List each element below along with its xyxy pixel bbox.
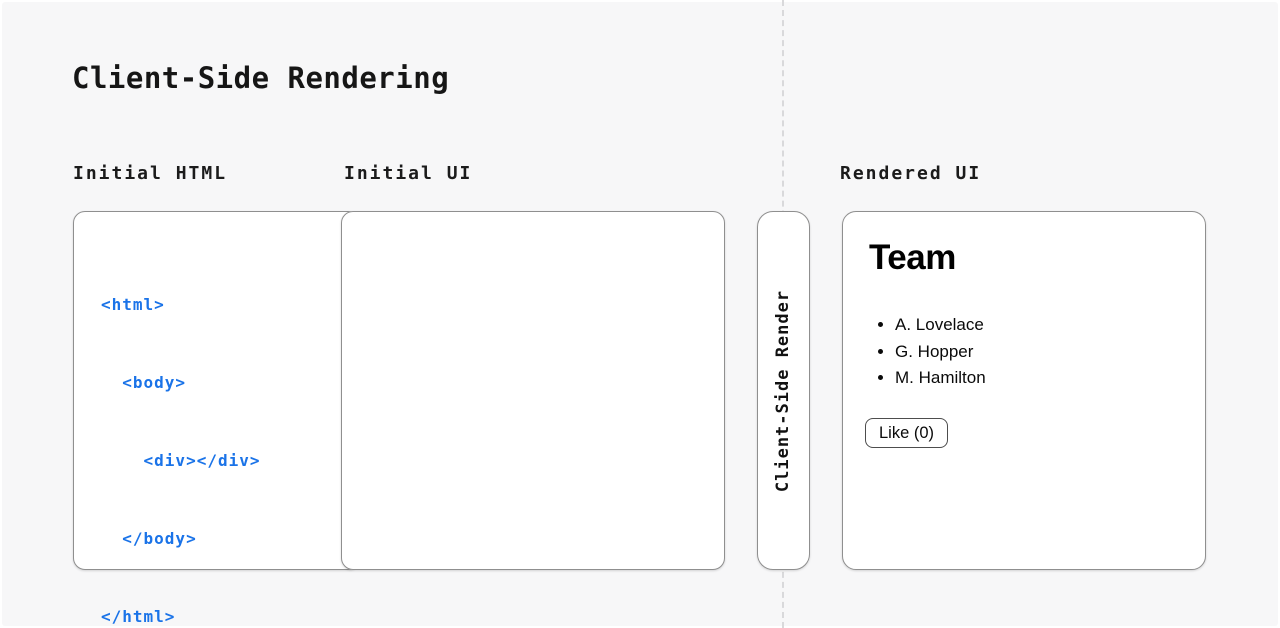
page-title: Client-Side Rendering — [72, 61, 450, 95]
client-side-render-label: Client-Side Render — [773, 289, 794, 492]
team-heading: Team — [869, 238, 956, 277]
list-item: G. Hopper — [895, 339, 986, 366]
like-button[interactable]: Like (0) — [865, 418, 949, 448]
initial-html-label: Initial HTML — [73, 163, 228, 184]
client-side-render-pill: Client-Side Render — [757, 211, 810, 570]
code-line: <div></div> — [101, 451, 261, 470]
code-line: <html> — [101, 295, 165, 314]
team-member-list: A. Lovelace G. Hopper M. Hamilton — [859, 312, 986, 392]
code-line: </html> — [101, 607, 176, 626]
initial-html-panel: <html> <body> <div></div> </body> </html… — [73, 211, 360, 626]
list-item: M. Hamilton — [895, 365, 986, 392]
html-code-snippet: <html> <body> <div></div> </body> </html… — [101, 240, 261, 628]
rendered-ui-panel: Team A. Lovelace G. Hopper M. Hamilton L… — [842, 211, 1206, 570]
initial-ui-label: Initial UI — [344, 163, 473, 184]
initial-ui-panel — [341, 211, 725, 570]
code-line: <body> — [101, 373, 187, 392]
rendered-ui-label: Rendered UI — [840, 163, 982, 184]
code-line: </body> — [101, 529, 197, 548]
list-item: A. Lovelace — [895, 312, 986, 339]
